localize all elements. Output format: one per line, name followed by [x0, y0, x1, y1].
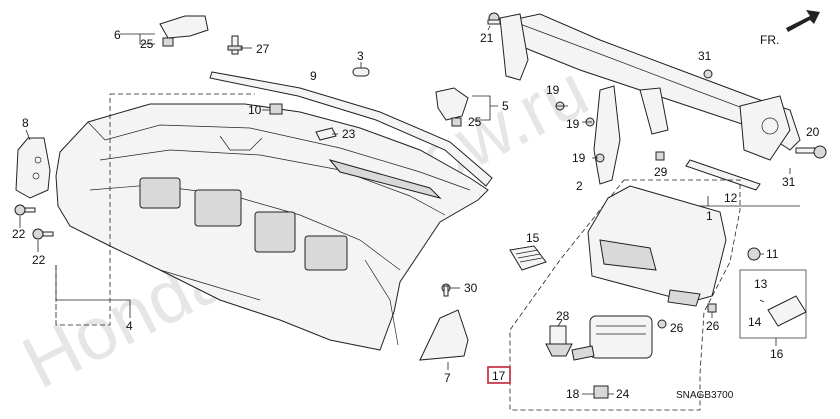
clip-23 [315, 127, 337, 141]
bumper-26-a [657, 319, 667, 329]
callout-14: 14 [748, 315, 762, 329]
clip-25-b [451, 117, 462, 127]
bumper-26-b [707, 303, 717, 313]
end-cover-7 [419, 309, 469, 361]
callout-2: 2 [576, 179, 583, 193]
latch-28 [545, 325, 573, 357]
callout-13: 13 [754, 277, 768, 291]
callout-22-upper: 22 [12, 227, 26, 241]
callout-22-lower: 22 [32, 253, 46, 267]
dashboard-panel [55, 103, 489, 351]
callout-19-a: 19 [546, 83, 560, 97]
screw-27 [227, 35, 243, 55]
lid-lock-14 [767, 295, 807, 327]
clip-24 [593, 385, 609, 399]
callout-12: 12 [724, 191, 738, 205]
bracket-12 [685, 159, 761, 191]
callout-28: 28 [556, 309, 570, 323]
bumper-11 [747, 247, 761, 261]
callout-9: 9 [310, 69, 317, 83]
glovebox-lid [587, 185, 727, 307]
callout-8: 8 [22, 116, 29, 130]
callout-26-b: 26 [706, 319, 720, 333]
callout-25: 25 [140, 37, 154, 51]
callout-16: 16 [770, 347, 784, 361]
glovebox-assembly-boundary [509, 179, 741, 411]
side-cover-8 [15, 137, 51, 199]
callout-24: 24 [616, 387, 630, 401]
callout-11: 11 [766, 247, 779, 261]
assembly-boundary-4 [55, 93, 255, 326]
lid-lock-box-16 [739, 269, 807, 339]
front-direction-arrow [786, 10, 820, 32]
callout-30: 30 [464, 281, 478, 295]
bolt-31-top [703, 69, 713, 79]
callout-27: 27 [256, 42, 270, 56]
callout-31-top: 31 [698, 49, 712, 63]
callout-4: 4 [126, 319, 133, 333]
callout-19-b: 19 [566, 117, 580, 131]
callout-15: 15 [526, 231, 540, 245]
callout-6: 6 [114, 28, 121, 42]
corner-cover-part [159, 15, 209, 39]
callout-31-right: 31 [782, 175, 796, 189]
vent-15 [509, 245, 547, 271]
bolt-22-upper [14, 204, 36, 216]
callout-3: 3 [357, 49, 364, 63]
callout-18: 18 [566, 387, 580, 401]
clip-29 [655, 151, 665, 161]
diagram-code: SNAGB3700 [676, 390, 734, 401]
callout-23: 23 [342, 127, 356, 141]
callout-19-c: 19 [572, 151, 586, 165]
screw-30 [441, 283, 451, 297]
bolt-31-right [795, 145, 827, 159]
clip-10 [269, 103, 283, 115]
callout-26-a: 26 [670, 321, 684, 335]
callout-5: 5 [502, 99, 509, 113]
callout-7: 7 [444, 371, 451, 385]
plug-3 [352, 67, 370, 77]
callout-1: 1 [706, 209, 713, 223]
callout-25-b: 25 [468, 115, 482, 129]
clip-25 [162, 37, 174, 47]
callout-17-highlight [487, 366, 511, 384]
callout-29: 29 [654, 165, 668, 179]
corner-cover-5 [435, 87, 469, 121]
callout-21: 21 [480, 31, 494, 45]
callout-20: 20 [806, 125, 820, 139]
bolt-22-lower [32, 228, 54, 240]
dash-top-trim [209, 71, 493, 187]
bolt-21 [487, 12, 501, 25]
callout-10: 10 [248, 103, 262, 117]
direction-label: FR. [760, 33, 779, 47]
callout-17[interactable]: 17 [492, 369, 506, 383]
module-20 [571, 315, 653, 361]
